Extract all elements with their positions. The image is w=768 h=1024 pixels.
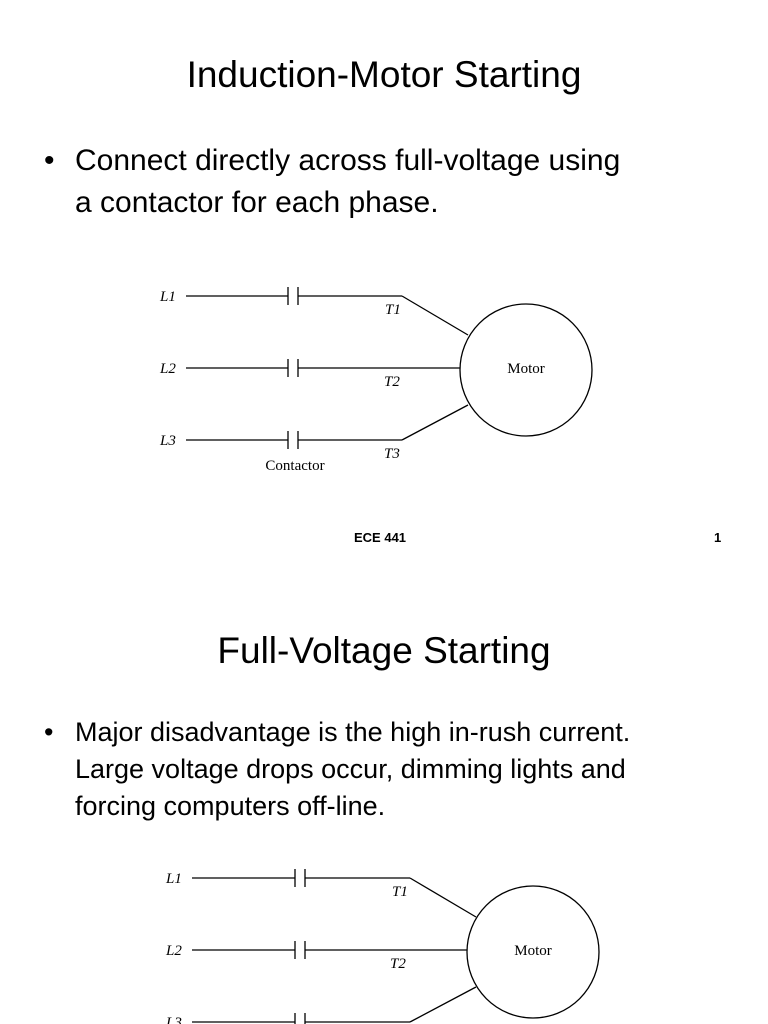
line-label-l3: L3 xyxy=(159,433,176,449)
bullet-line: Major disadvantage is the high in-rush c… xyxy=(75,717,631,747)
footer-course: ECE 441 xyxy=(354,530,407,545)
motor-circle xyxy=(459,303,593,437)
line-label-l1: L1 xyxy=(165,871,182,887)
slide-title: Full-Voltage Starting xyxy=(217,630,551,671)
terminal-label-t2: T2 xyxy=(390,956,406,972)
contactor-wiring-diagram: L1 L2 L3 T1 T2 T3 Motor Contactor xyxy=(159,287,593,474)
line-label-l1: L1 xyxy=(159,289,176,305)
terminal-label-t3: T3 xyxy=(384,446,400,462)
bullet-dot: • xyxy=(44,717,54,747)
wire-t1-lead xyxy=(409,877,477,918)
motor-circle xyxy=(466,885,600,1019)
bullet-line: a contactor for each phase. xyxy=(75,186,439,219)
bullet-line: Connect directly across full-voltage usi… xyxy=(75,144,621,177)
slide-1: Induction-Motor Starting • Connect direc… xyxy=(44,54,722,545)
terminal-label-t1: T1 xyxy=(392,884,408,900)
motor-label: Motor xyxy=(514,943,552,959)
motor-label: Motor xyxy=(507,361,545,377)
terminal-label-t2: T2 xyxy=(384,374,400,390)
contactor-label: Contactor xyxy=(265,458,324,474)
wire-t1-lead xyxy=(401,295,469,336)
line-label-l2: L2 xyxy=(159,361,176,377)
line-label-l2: L2 xyxy=(165,943,182,959)
terminal-label-t1: T1 xyxy=(385,302,401,318)
line-label-l3: L3 xyxy=(165,1015,182,1024)
slide-title: Induction-Motor Starting xyxy=(186,54,582,95)
bullet-line: Large voltage drops occur, dimming light… xyxy=(75,754,626,784)
wire-t3-lead xyxy=(401,404,469,441)
bullet-dot: • xyxy=(44,144,55,177)
contactor-wiring-diagram: L1 L2 L3 T1 T2 Motor xyxy=(165,869,600,1024)
bullet-line: forcing computers off-line. xyxy=(75,791,386,821)
footer-page-number: 1 xyxy=(714,530,722,545)
slide-2: Full-Voltage Starting • Major disadvanta… xyxy=(0,560,768,1024)
wire-t3-lead xyxy=(409,986,477,1023)
